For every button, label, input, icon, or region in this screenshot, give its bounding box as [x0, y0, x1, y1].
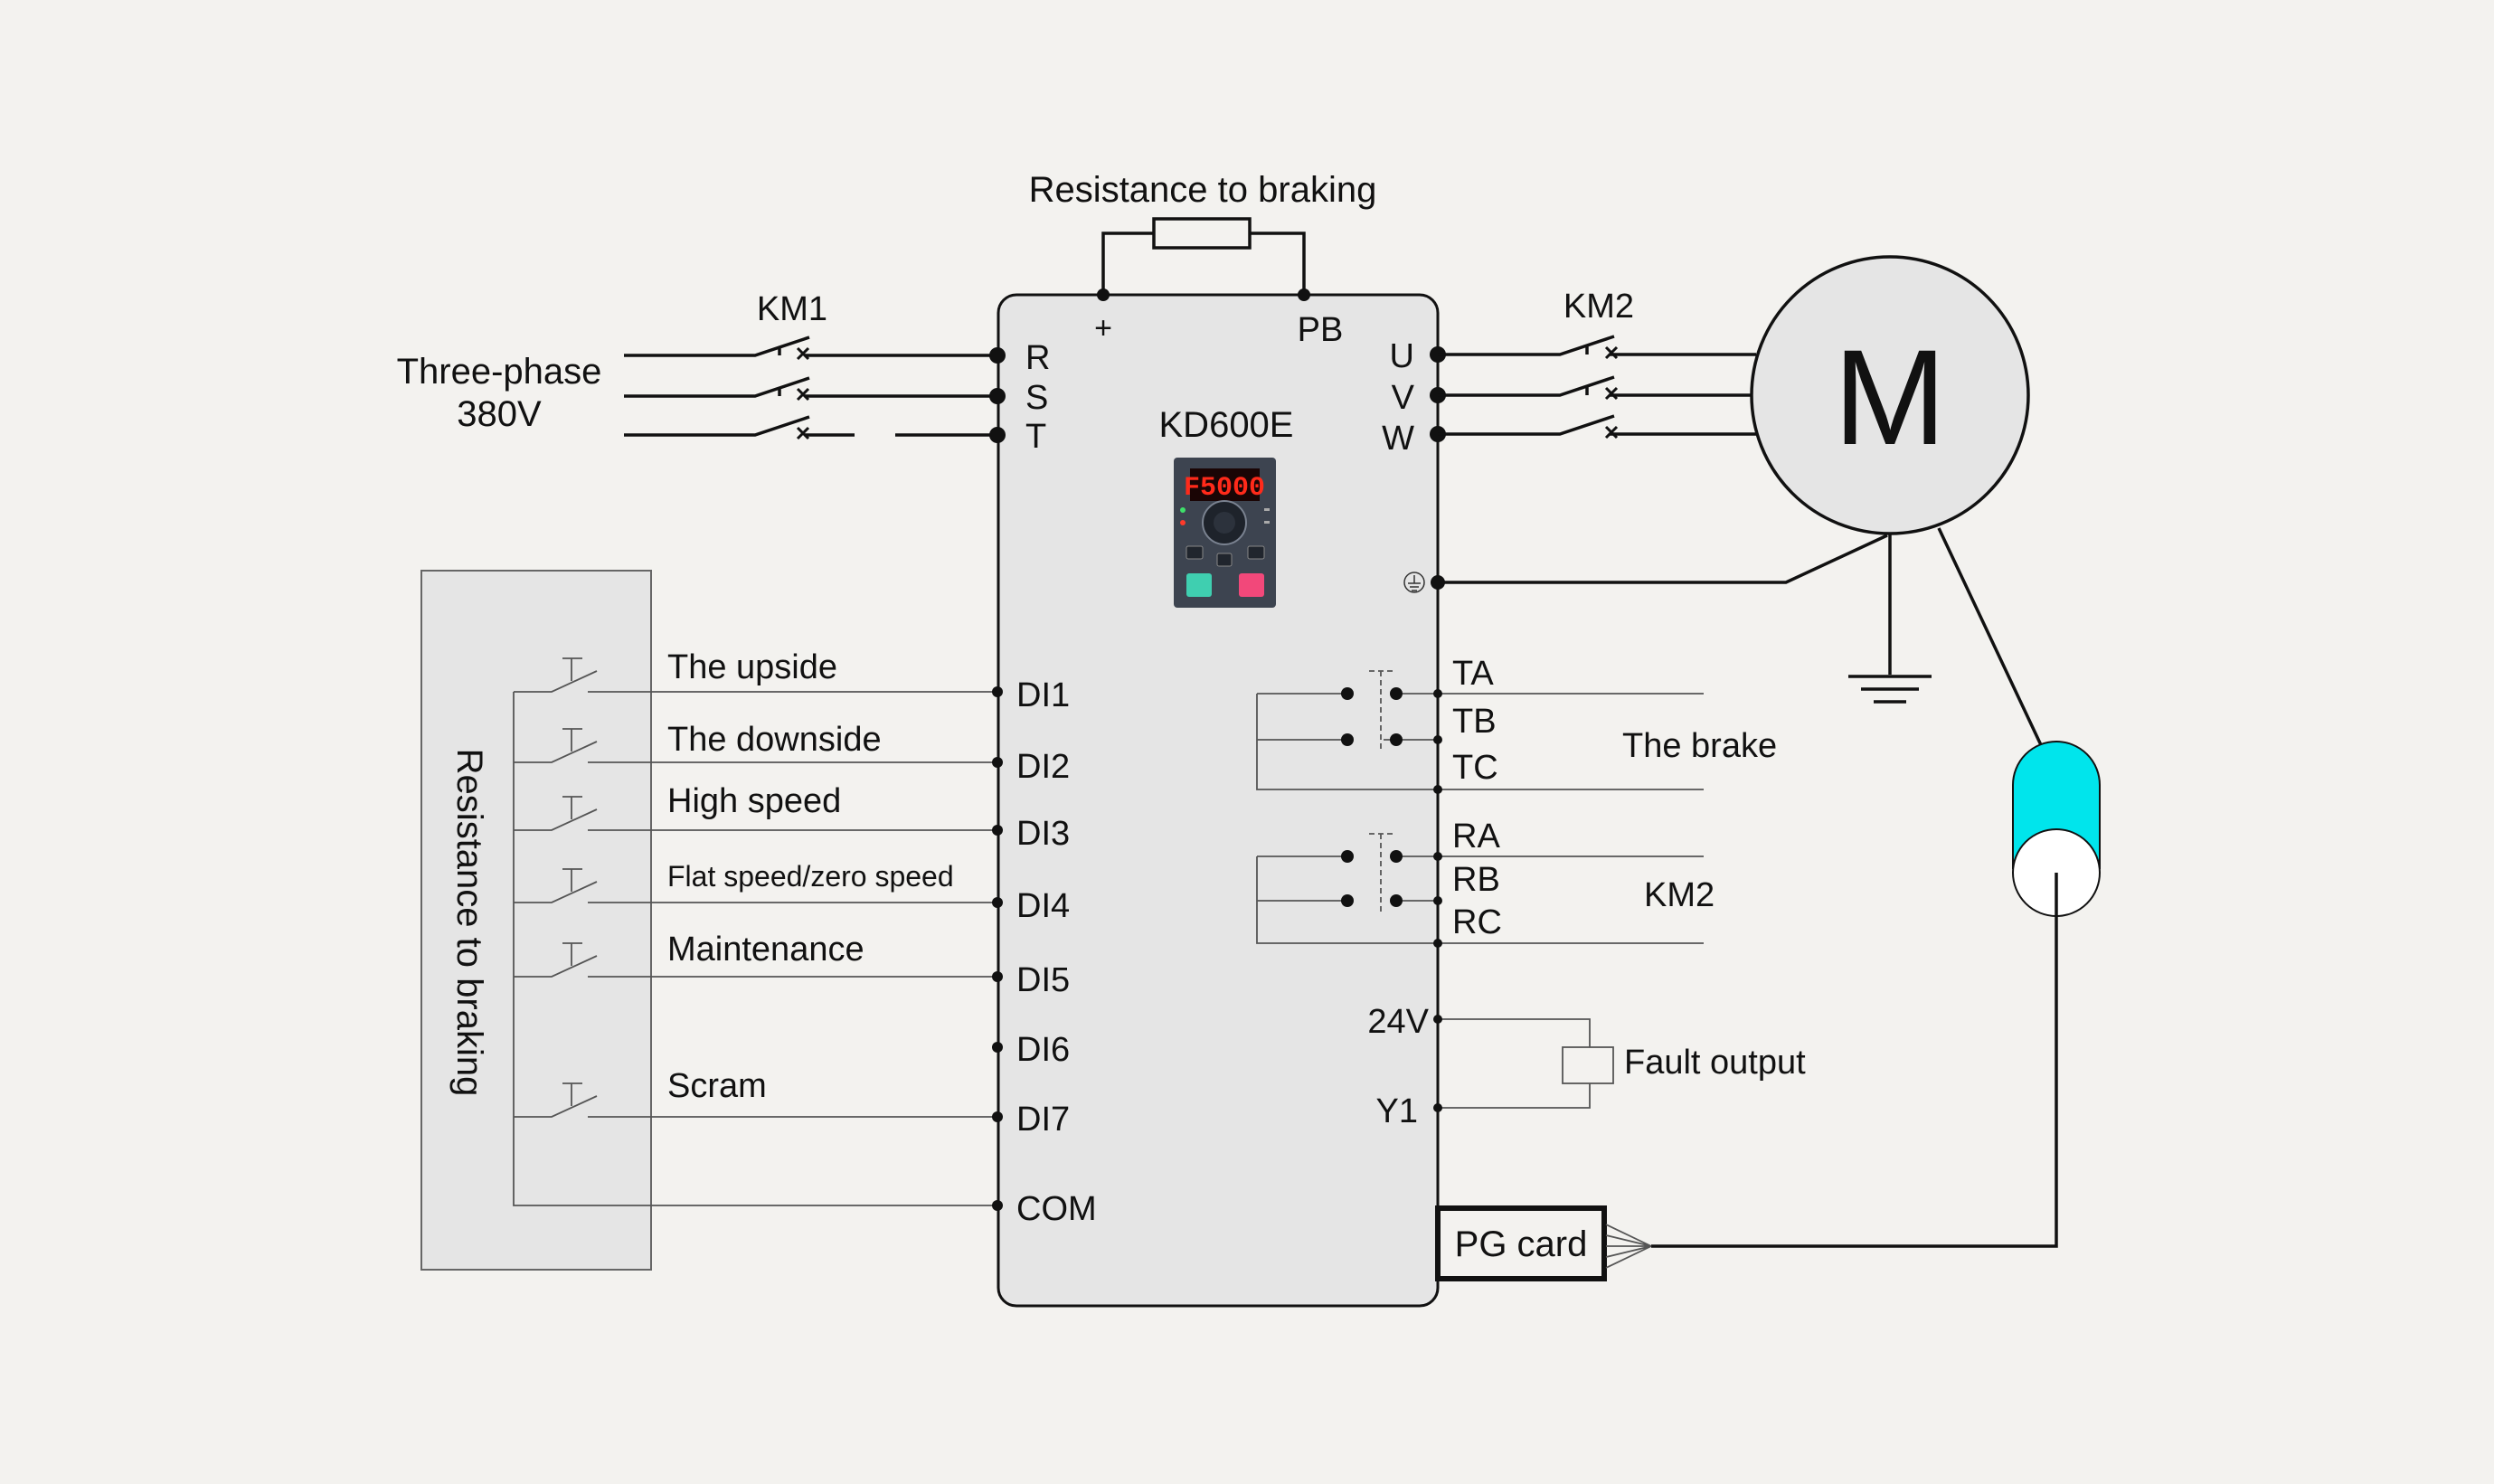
terminal-s-dot	[989, 388, 1006, 404]
label-fault-output: Fault output	[1624, 1044, 1806, 1082]
ground-terminal-icon	[1403, 572, 1425, 593]
km1-label: KM1	[757, 290, 827, 328]
push-button-di5	[514, 942, 651, 978]
keypad-display	[1190, 468, 1260, 501]
keypad-button-mid	[1216, 553, 1233, 567]
di-terminals	[992, 686, 1003, 1211]
terminal-s: S	[1025, 379, 1048, 417]
terminal-ra: RA	[1452, 818, 1500, 855]
terminal-di4: DI4	[1016, 887, 1070, 925]
drive-model-label: KD600E	[1159, 405, 1294, 445]
terminal-u: U	[1390, 337, 1414, 375]
terminal-di3: DI3	[1016, 815, 1070, 853]
terminal-rb: RB	[1452, 861, 1500, 899]
km2-contactor-label: KM2	[1563, 288, 1634, 326]
encoder-cable	[1651, 873, 2058, 1248]
terminal-r: R	[1025, 339, 1050, 377]
terminal-plus: +	[1094, 311, 1112, 345]
pg-card-label: PG card	[1455, 1224, 1588, 1264]
keypad-stop-button	[1239, 573, 1264, 597]
terminal-rc: RC	[1452, 903, 1502, 941]
braking-resistor-title: Resistance to braking	[1029, 170, 1377, 210]
terminal-t-dot	[989, 427, 1006, 443]
km1-contactor	[624, 336, 997, 440]
keypad-run-button	[1186, 573, 1212, 597]
terminal-di6: DI6	[1016, 1031, 1070, 1069]
push-button-di4	[514, 868, 997, 903]
braking-resistor-wire	[1101, 232, 1306, 295]
label-the-downside: The downside	[667, 721, 882, 759]
terminal-24v: 24V	[1367, 1003, 1429, 1041]
terminal-y1: Y1	[1376, 1092, 1418, 1130]
keypad-button-left	[1186, 545, 1204, 560]
terminal-di2: DI2	[1016, 748, 1070, 786]
push-button-di1	[514, 657, 651, 693]
terminal-ta: TA	[1452, 655, 1494, 693]
ground-icon	[1848, 675, 1932, 704]
panel-side-label: Resistance to braking	[449, 749, 489, 1097]
relay-brake-contacts	[1256, 670, 1704, 794]
keypad-button-right	[1247, 545, 1265, 560]
terminal-r-dot	[989, 347, 1006, 364]
label-high-speed: High speed	[667, 782, 841, 820]
drive-body	[997, 293, 1440, 1308]
supply-label-line1: Three-phase	[397, 352, 602, 392]
drive-keypad: F5000	[1174, 458, 1276, 608]
encoder-shaft-wire	[1937, 527, 2044, 748]
label-scram: Scram	[667, 1067, 767, 1105]
terminal-ground-dot	[1431, 575, 1445, 590]
input-switch-panel	[420, 570, 652, 1271]
push-button-di2	[514, 728, 651, 763]
relay-km2-contacts	[1256, 833, 1704, 948]
terminal-v: V	[1392, 379, 1415, 417]
terminal-tc: TC	[1452, 749, 1498, 787]
input-common-rail	[513, 692, 997, 1206]
terminal-di7: DI7	[1016, 1101, 1070, 1139]
pg-card-cable-fan	[1605, 1224, 1652, 1269]
terminal-di1: DI1	[1016, 676, 1070, 714]
motor-label: M	[1834, 321, 1947, 473]
keypad-display-text: F5000	[1184, 473, 1265, 504]
push-button-di7	[514, 1082, 651, 1118]
pg-card	[1435, 1205, 1607, 1281]
terminal-pb-dot	[1298, 288, 1310, 301]
push-button-di3	[514, 796, 651, 831]
terminal-t: T	[1025, 418, 1046, 456]
terminal-di5: DI5	[1016, 961, 1070, 999]
ground-wire	[1438, 534, 1888, 584]
label-the-upside: The upside	[667, 648, 837, 686]
terminal-plus-dot	[1097, 288, 1110, 301]
supply-label-line2: 380V	[457, 394, 542, 434]
label-the-brake: The brake	[1622, 727, 1777, 765]
label-flat-speed: Flat speed/zero speed	[667, 860, 954, 893]
terminal-pb: PB	[1298, 311, 1344, 349]
terminal-tb: TB	[1452, 703, 1497, 741]
terminal-com: COM	[1016, 1190, 1097, 1228]
terminal-w: W	[1382, 420, 1414, 458]
encoder-icon	[2012, 741, 2101, 917]
label-km2-relay: KM2	[1644, 876, 1715, 914]
braking-resistor	[1152, 217, 1252, 250]
fault-output-circuit	[1433, 1015, 1614, 1112]
km2-contactor	[1438, 335, 1756, 440]
label-maintenance: Maintenance	[667, 931, 864, 969]
